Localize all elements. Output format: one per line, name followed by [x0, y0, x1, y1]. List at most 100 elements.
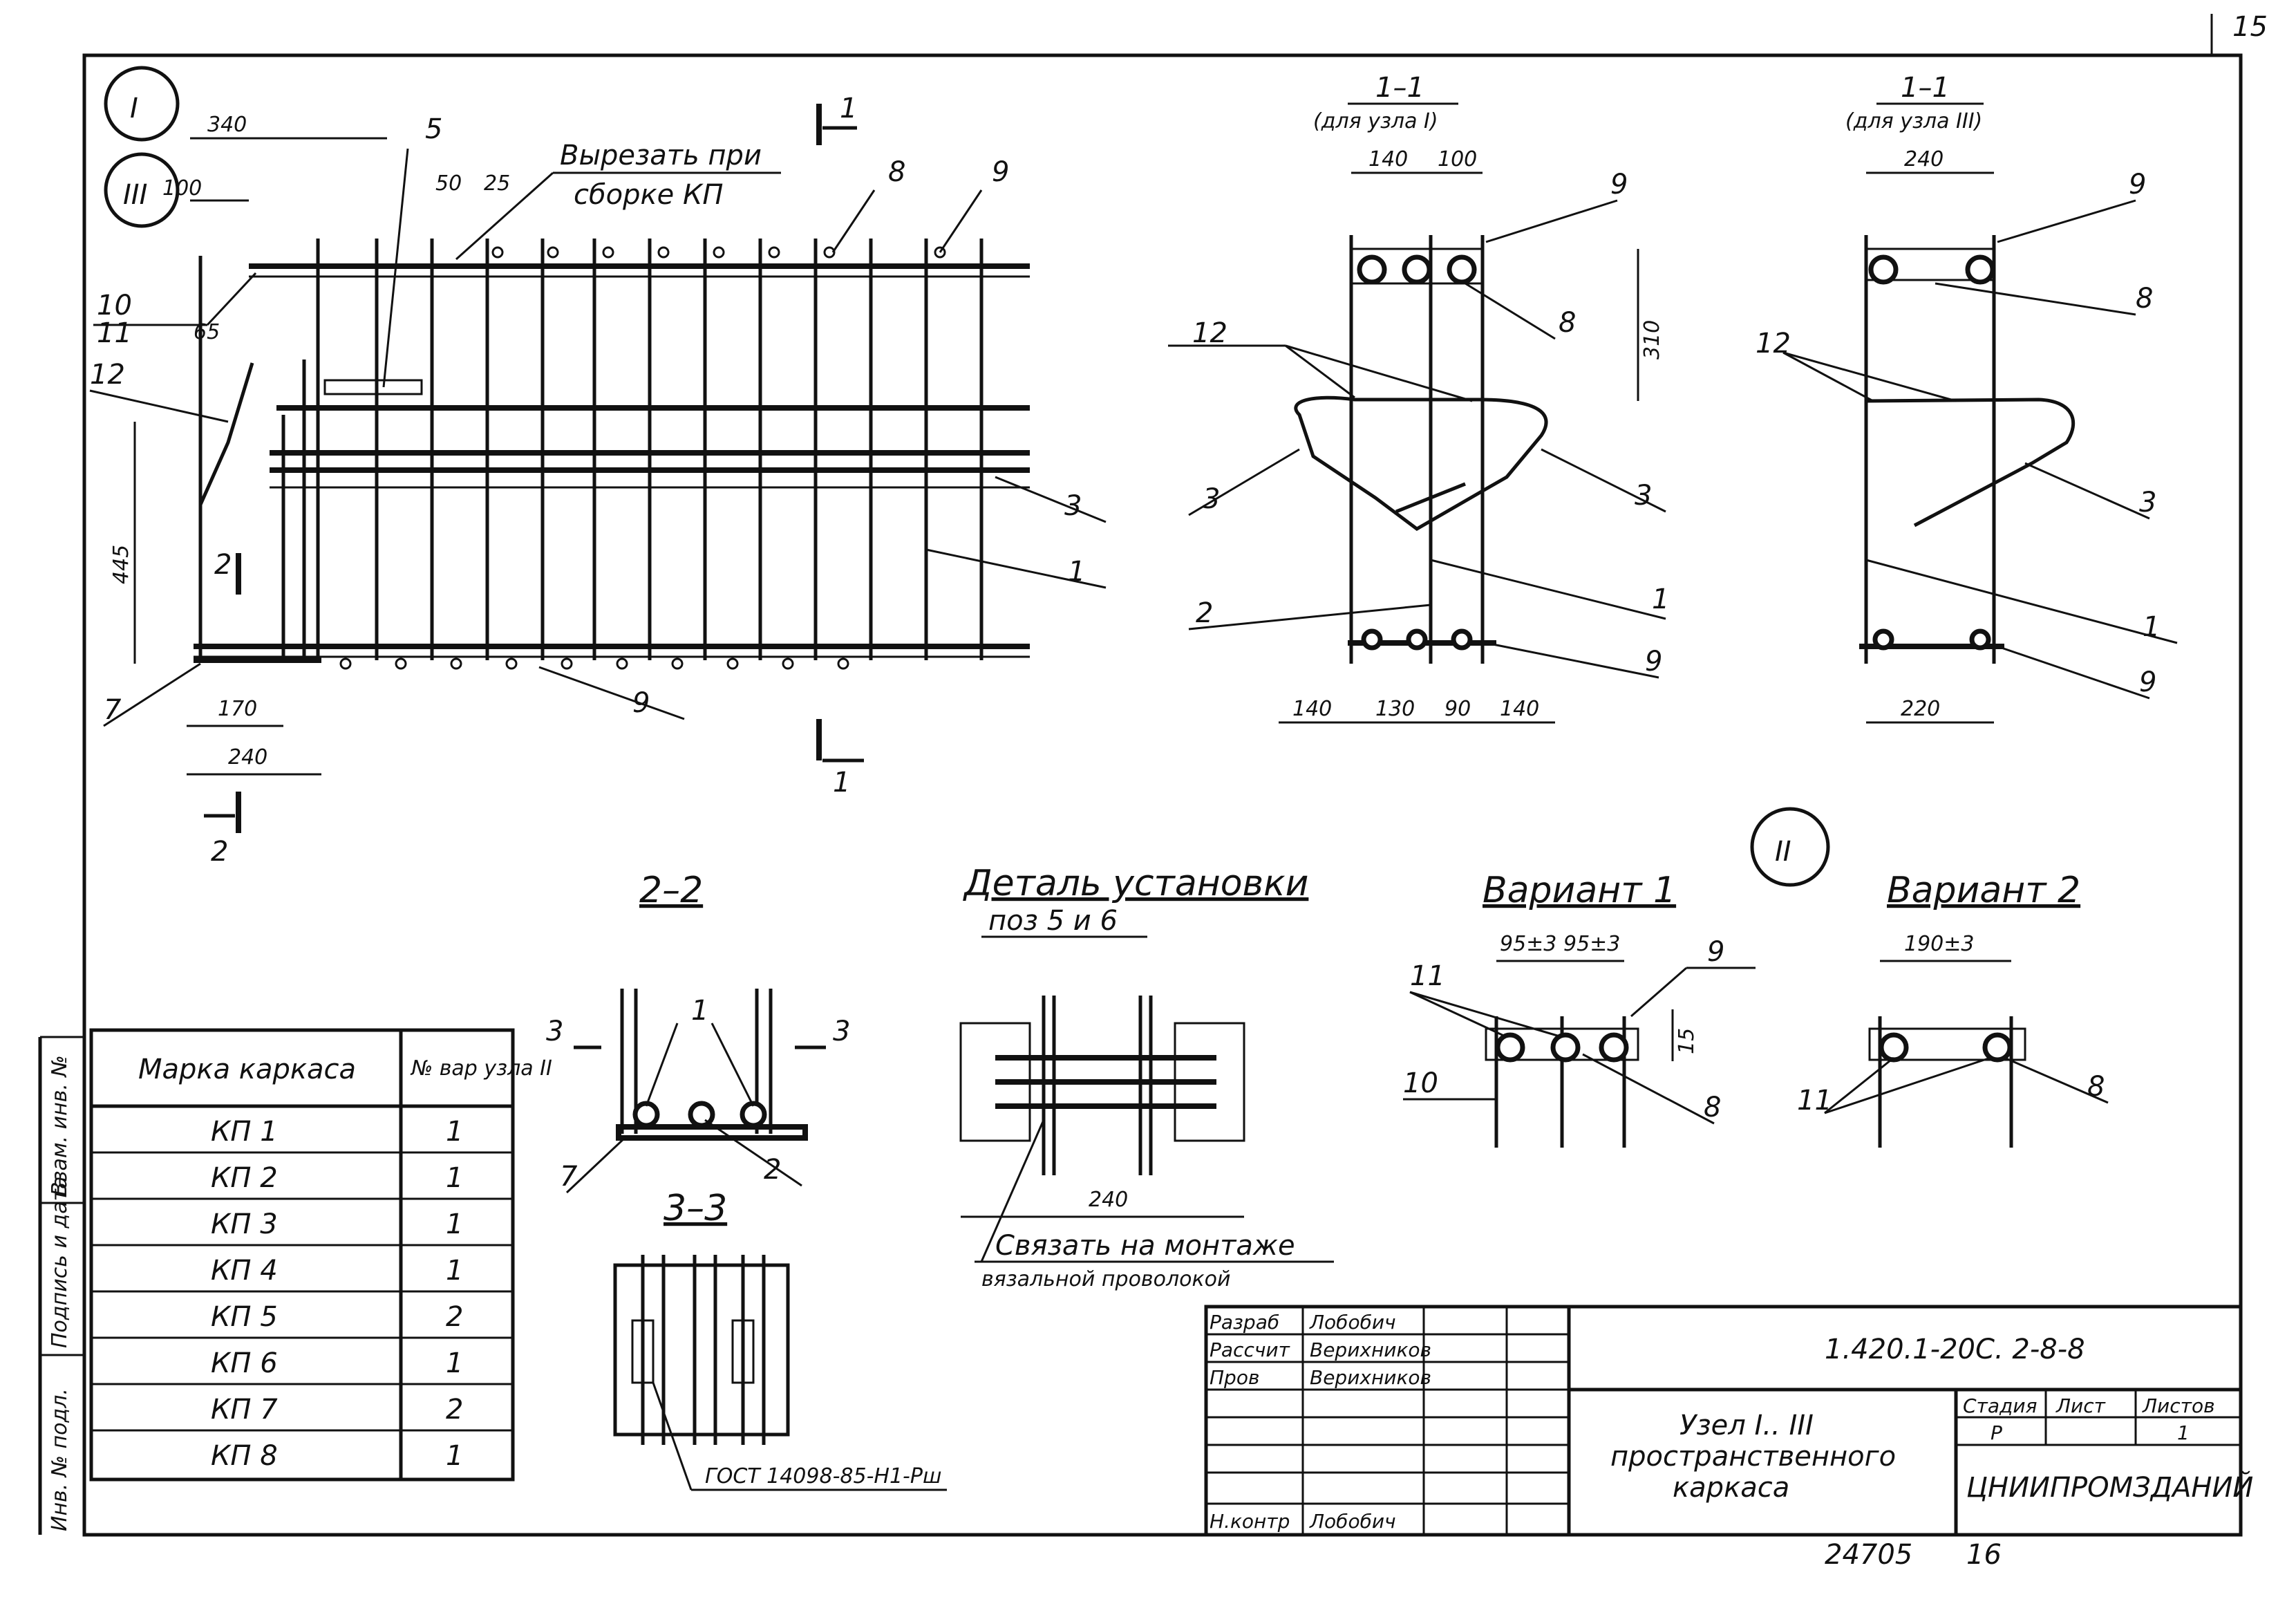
sec33-title: 3–3 [664, 1188, 727, 1229]
sec11a-pos-1-leader [1430, 559, 1666, 620]
sec11b-pos-8: 8 [2136, 283, 2153, 315]
section-1-1-node-III: 1–1 (для узла III) 240 220 9 8 12 3 1 9 [1756, 72, 2178, 724]
sec11a-pos-12: 12 [1192, 317, 1227, 349]
sec11b-rebar [1872, 628, 1894, 651]
table-row-variant: 1 [446, 1116, 463, 1148]
detail-dim-240: 240 [1089, 1188, 1128, 1212]
sec11b-pos-3: 3 [2139, 487, 2156, 519]
sec11a-pos-2: 2 [1196, 597, 1213, 629]
pos-9-top-leader [939, 189, 983, 253]
variant2-title: Вариант 2 [1887, 870, 2080, 911]
tb-name-2: Верихников [1310, 1338, 1431, 1361]
tb-org: ЦНИИПРОМЗДАНИЙ [1966, 1470, 2253, 1504]
node-II-circle [1750, 807, 1830, 887]
stirrups [281, 239, 984, 660]
rebar-dot [505, 657, 518, 670]
detail-note-1: Связать на монтаже [995, 1230, 1295, 1262]
title-block: Разраб Лобобич Рассчит Верихников Пров В… [1204, 1305, 2253, 1537]
tb-value-sheets: 1 [2177, 1421, 2190, 1444]
tb-role-1: Разраб [1210, 1311, 1279, 1334]
table-row-mark: КП 5 [211, 1301, 278, 1333]
node-III-label: III [123, 179, 147, 211]
section-1-top-label: 1 [840, 93, 857, 124]
dim-100: 100 [162, 176, 202, 200]
dim-170: 170 [218, 697, 257, 721]
cut-note-2: сборке КП [574, 179, 723, 211]
table-row-mark: КП 1 [211, 1116, 278, 1148]
sec11a-dim-b1: 140 [1292, 697, 1332, 721]
drawing-frame [82, 53, 2243, 1537]
dim-445: 445 [109, 545, 133, 584]
sec11b-stirrup-3 [1865, 398, 2075, 527]
rebar-dot [837, 657, 849, 670]
sec11b-pos-9-bottom: 9 [2139, 666, 2156, 698]
variant2-plate [1868, 1027, 2026, 1061]
tb-header-stage: Стадия [1963, 1394, 2037, 1417]
variant2-pos-11-leader [1824, 1056, 1894, 1114]
pos-10-11-leader-2 [206, 272, 257, 326]
sec22-pos-1: 1 [691, 995, 708, 1027]
main-plan-view: 340 100 50 25 65 445 170 240 Вырезать пр… [89, 93, 1107, 868]
tb-desc-1: Узел I.. III [1679, 1410, 1814, 1441]
sec33-gost-leader [652, 1382, 693, 1491]
sec22-pos-1-leader-2 [711, 1022, 755, 1107]
sec11a-dim-100: 100 [1438, 147, 1477, 171]
table-row-mark: КП 7 [211, 1394, 278, 1426]
sec33-weld-left [631, 1319, 655, 1384]
sec22-title: 2–2 [639, 870, 703, 911]
sec11b-title: 1–1 [1901, 72, 1950, 104]
sec11b-rebar [1969, 628, 1991, 651]
rebar-dot [768, 246, 780, 259]
bottom-number: 24705 [1825, 1539, 1912, 1571]
node-II-label: II [1775, 836, 1791, 868]
tb-header-sheet: Лист [2055, 1394, 2106, 1417]
dim-65: 65 [194, 320, 220, 344]
section-1-bottom-label: 1 [833, 767, 850, 798]
variant2-dim: 190±3 [1904, 932, 1974, 956]
sec22-cut-3-right: 3 [833, 1016, 850, 1047]
pos-1-leader [925, 548, 1107, 589]
rebar-dot [561, 657, 573, 670]
detail-subtitle: поз 5 и 6 [988, 905, 1118, 937]
pos-9-top: 9 [992, 156, 1009, 188]
table-rows: КП 1 1 КП 2 1 КП 3 1 КП 4 1 КП 5 2 КП 6 … [91, 1116, 513, 1472]
rebar-dot [671, 657, 684, 670]
tb-desc-2: пространственного [1610, 1441, 1896, 1473]
node-I-label: I [130, 93, 138, 124]
variant1-pos-9-leader [1630, 966, 1687, 1018]
table-row-mark: КП 2 [211, 1162, 278, 1194]
rebar-dot [726, 657, 739, 670]
sec11a-subtitle: (для узла I) [1313, 109, 1438, 133]
sec22-pos-7: 7 [560, 1161, 578, 1193]
installation-detail: Деталь установки поз 5 и 6 240 Связать н… [959, 863, 1334, 1291]
side-label-inv: Инв. № подл. [48, 1388, 72, 1531]
section-1-1-node-I: 1–1 (для узла I) 140 100 310 140 130 90 … [1168, 72, 1669, 724]
rebar-dots [339, 246, 946, 670]
section-2-bottom-label: 2 [211, 836, 228, 868]
table-row-mark: КП 6 [211, 1347, 278, 1379]
variant1-rebar [1550, 1032, 1581, 1063]
sec11a-pos-8: 8 [1559, 307, 1576, 339]
sec11b-pos-9-bottom-leader [1997, 645, 2150, 700]
pos-11: 11 [97, 317, 132, 349]
variant1-pos-11-leader [1409, 991, 1507, 1038]
rebar-dot [602, 246, 614, 259]
variant1-rebar [1599, 1032, 1629, 1063]
sec11a-pos-8-leader [1465, 282, 1556, 340]
node-I-circle [104, 66, 180, 142]
sec11b-pos-9-top-leader [1997, 199, 2136, 243]
sec11b-rebar [1965, 254, 1995, 285]
table-row-variant: 2 [446, 1301, 463, 1333]
sec11a-rebar [1402, 254, 1432, 285]
dim-340: 340 [207, 113, 247, 137]
sec11a-pos-9-top-leader [1485, 199, 1618, 243]
tb-name-4: Лобобич [1309, 1510, 1396, 1533]
table-row-variant: 1 [446, 1162, 463, 1194]
variant2-rebar [1982, 1032, 2013, 1063]
dim-25: 25 [484, 171, 510, 196]
sec11a-rebar [1451, 628, 1473, 651]
frame-table: Марка каркаса № вар узла II КП 1 1 КП 2 … [89, 1028, 552, 1482]
sec11a-dim-b4: 140 [1500, 697, 1539, 721]
pos-8: 8 [888, 156, 905, 188]
sec11b-subtitle: (для узла III) [1845, 109, 1982, 133]
